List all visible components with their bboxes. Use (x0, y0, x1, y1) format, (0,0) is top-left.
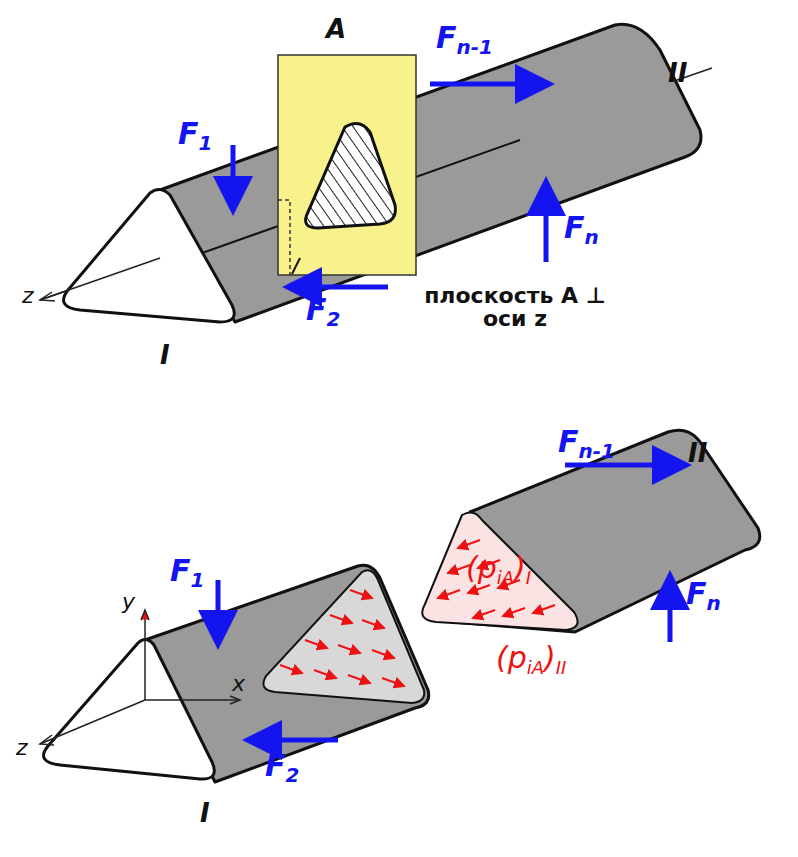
force-label: Fn (564, 212, 599, 248)
axis-label: z (16, 736, 28, 759)
plane-label: A (326, 16, 346, 43)
part-number: II (668, 60, 687, 87)
force-label: Fn (686, 578, 721, 614)
axis-label: x (232, 672, 245, 695)
plane-note: плоскость А ⊥ оси z (420, 284, 610, 330)
part-number: I (200, 800, 210, 827)
part-number: I (160, 342, 170, 369)
axis-label: z (22, 284, 34, 307)
force-label: Fn-1 (436, 22, 493, 58)
part-number: II (688, 440, 707, 467)
force-label: F2 (265, 750, 299, 786)
force-label: F1 (178, 118, 212, 154)
axis-label: y (122, 590, 135, 613)
force-label: Fn-1 (558, 426, 615, 462)
force-label: F2 (306, 294, 340, 330)
force-label: F1 (170, 555, 204, 591)
stress-label: (piA)II (496, 642, 566, 678)
stress-label: (piA)I (466, 552, 531, 588)
